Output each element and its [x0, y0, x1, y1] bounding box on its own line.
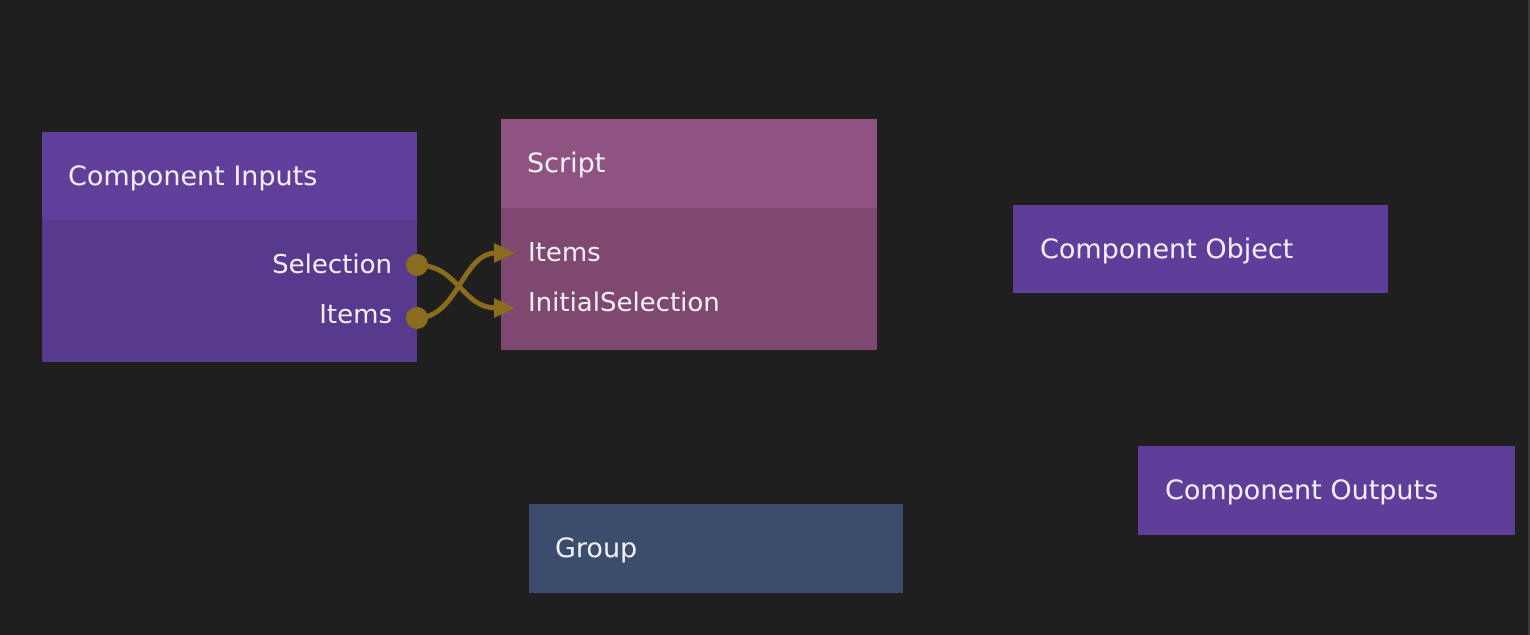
port-items-input[interactable]: Items: [501, 228, 877, 278]
connection-wire-items-to-items[interactable]: [414, 250, 499, 321]
node-title: Component Inputs: [68, 160, 318, 192]
node-header[interactable]: Component Inputs: [42, 132, 417, 220]
node-title: Script: [527, 148, 606, 179]
port-label: Items: [528, 238, 601, 268]
node-header[interactable]: Script: [501, 119, 877, 208]
node-component-outputs[interactable]: Component Outputs: [1138, 446, 1515, 535]
node-body: Items InitialSelection: [501, 208, 877, 350]
node-title: Component Outputs: [1165, 475, 1439, 506]
port-label: InitialSelection: [528, 288, 720, 318]
port-items-output[interactable]: Items: [42, 290, 417, 340]
window-edge: [1528, 0, 1530, 635]
node-title: Group: [555, 533, 638, 564]
port-label: Selection: [272, 250, 392, 280]
node-group[interactable]: Group: [529, 504, 903, 593]
connection-wire-selection-to-initialselection[interactable]: [414, 262, 499, 311]
node-title: Component Object: [1040, 233, 1294, 265]
node-body: Selection Items: [42, 220, 417, 362]
node-script[interactable]: Script Items InitialSelection: [501, 119, 877, 350]
port-selection-output[interactable]: Selection: [42, 240, 417, 290]
node-component-inputs[interactable]: Component Inputs Selection Items: [42, 132, 417, 362]
port-label: Items: [319, 300, 392, 330]
node-component-object[interactable]: Component Object: [1013, 205, 1388, 293]
port-initialselection-input[interactable]: InitialSelection: [501, 278, 877, 328]
